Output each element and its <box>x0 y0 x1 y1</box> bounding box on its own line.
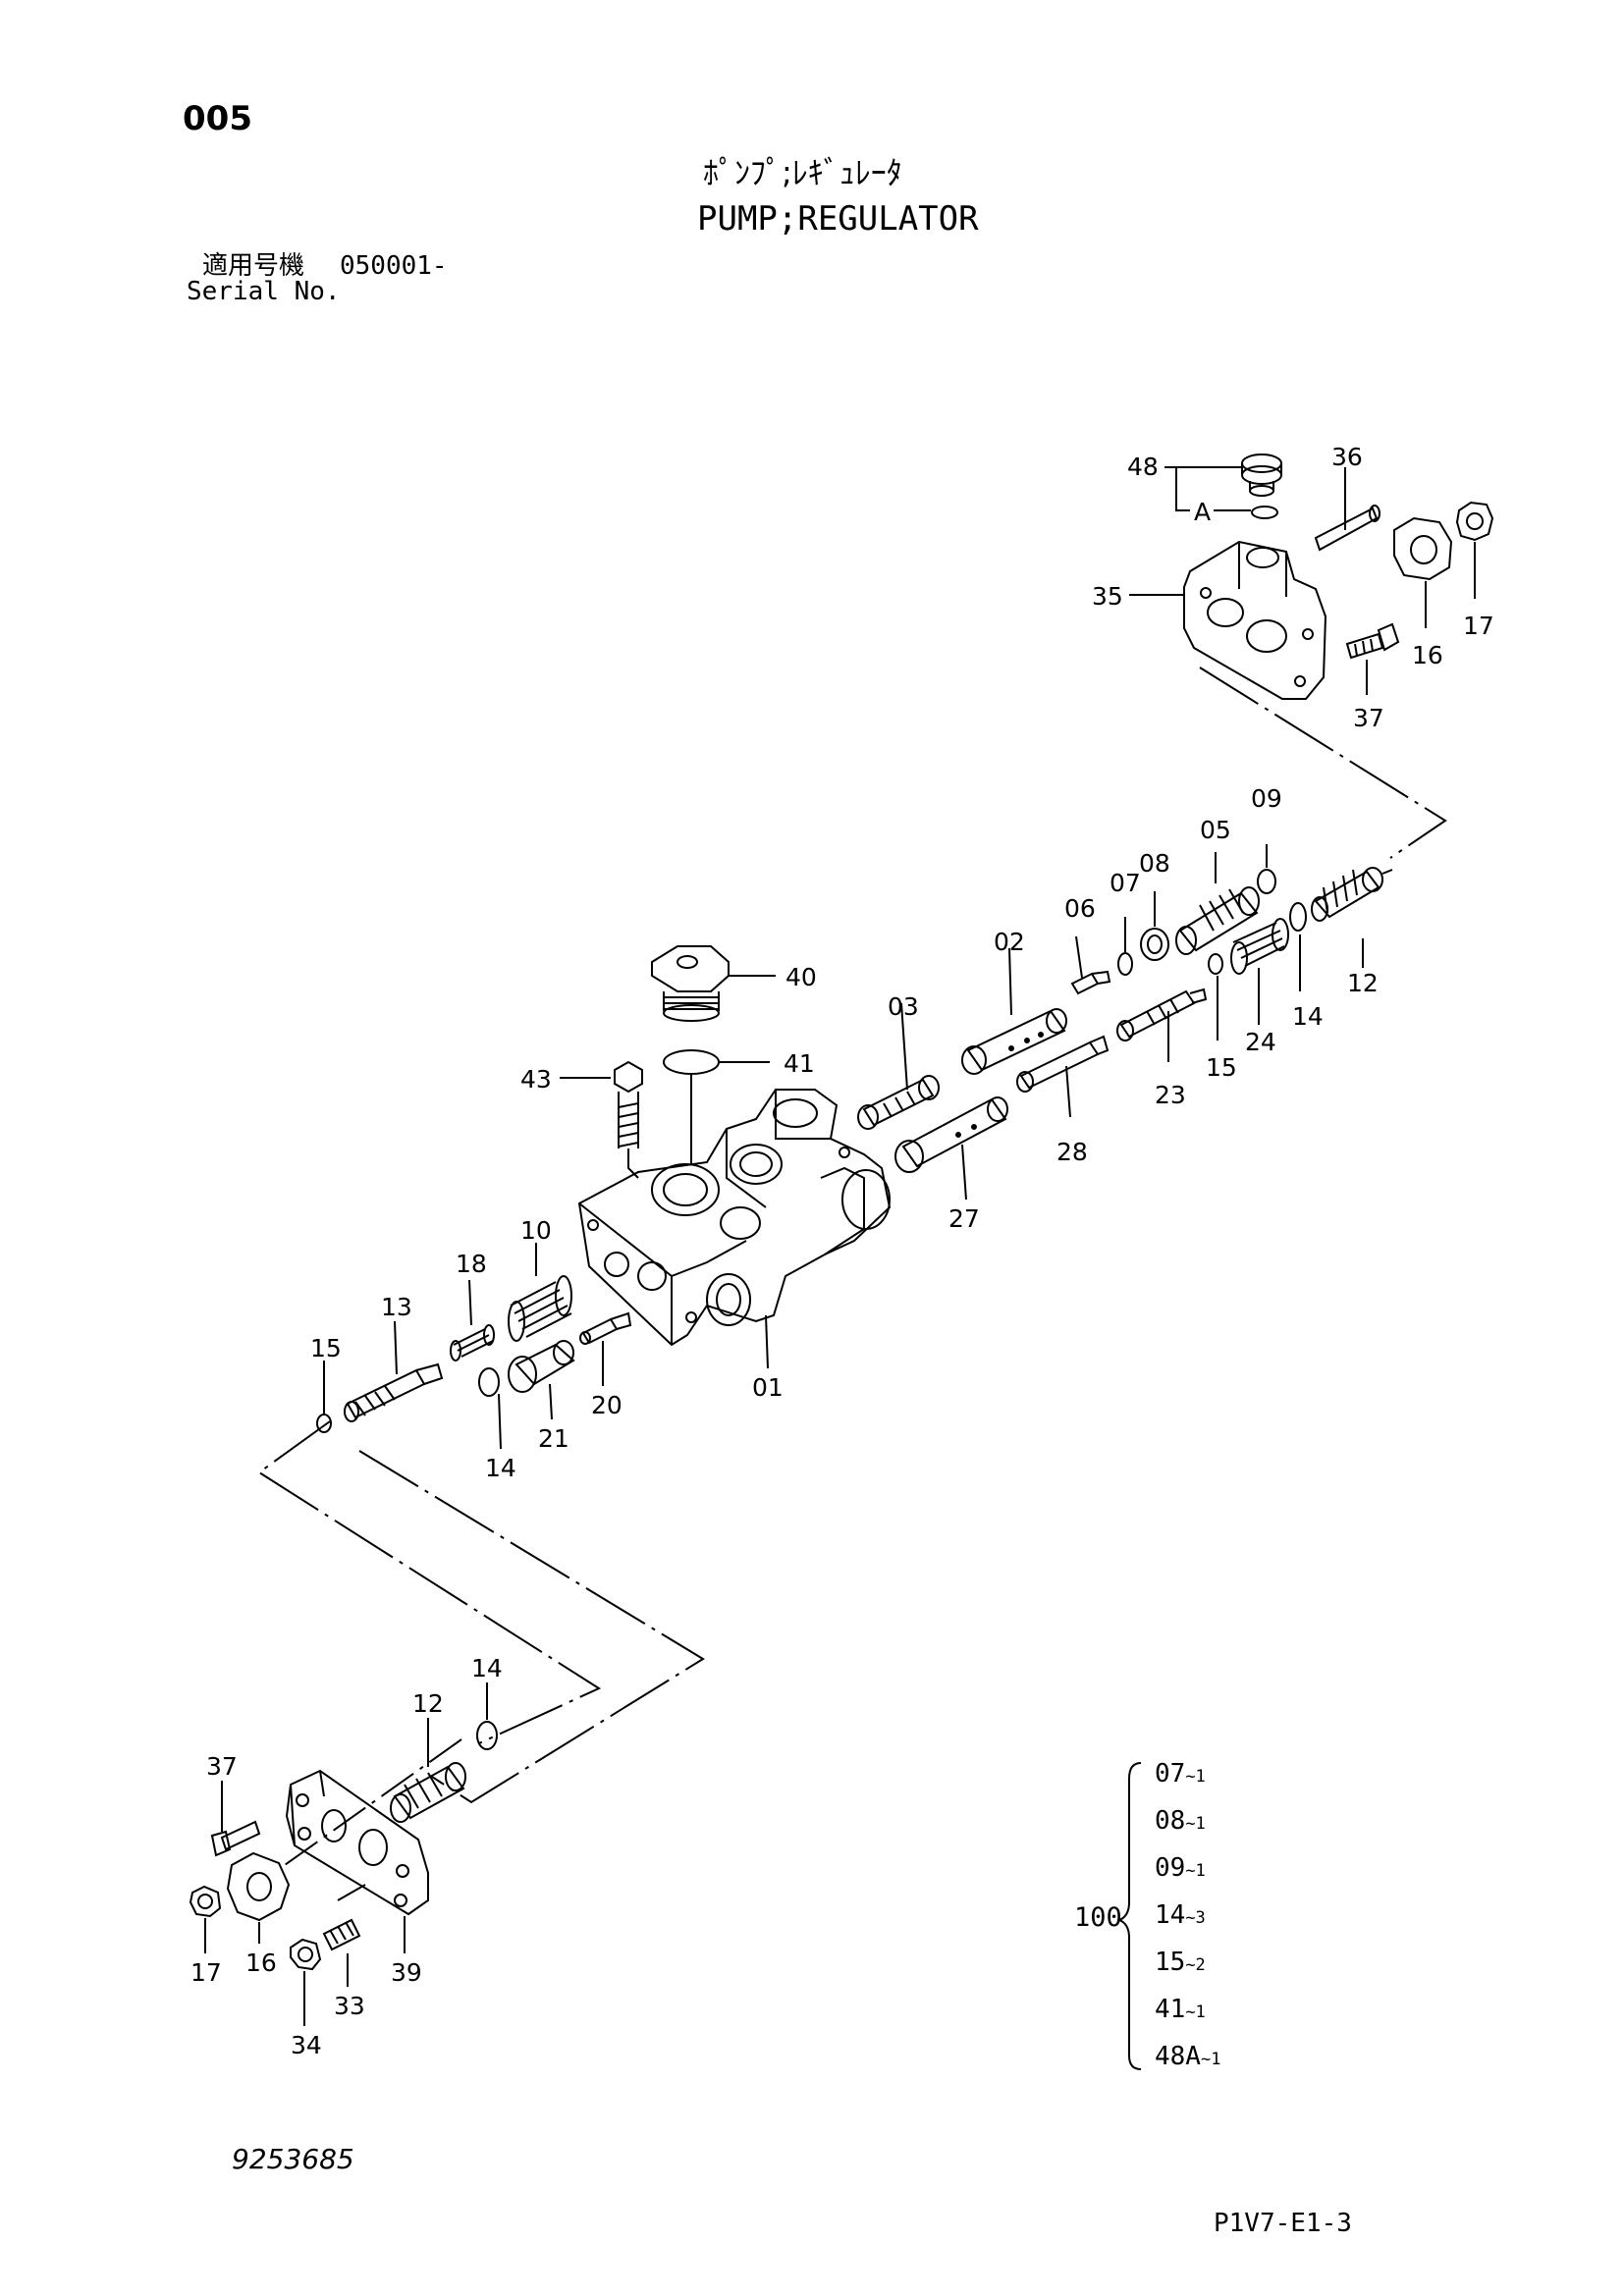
callout-label: 07 <box>1110 869 1141 897</box>
drawing-number: 9253685 <box>232 2143 354 2175</box>
sleeve-parts-middle <box>857 947 1110 1201</box>
title-english: PUMP;REGULATOR <box>697 199 979 239</box>
kit-qty: ~1 <box>1200 2050 1221 2069</box>
kit-item: 09~1 <box>1155 1853 1206 1883</box>
serial-label-english: Serial No. <box>187 277 341 306</box>
callout-label: 14 <box>1292 1002 1324 1031</box>
kit-item: 07~1 <box>1155 1759 1206 1789</box>
callout-label: 01 <box>752 1373 784 1402</box>
kit-item: 15~2 <box>1155 1948 1206 1977</box>
kit-qty: ~1 <box>1185 1861 1206 1881</box>
callout-labels: 48 A 36 35 16 17 37 09 05 08 07 06 02 03… <box>190 443 1494 2059</box>
connection-lines <box>257 667 1447 1901</box>
callout-label: 37 <box>206 1752 238 1781</box>
callout-label: 17 <box>190 1958 222 1987</box>
kit-item: 14~3 <box>1155 1900 1206 1930</box>
callout-label: 09 <box>1251 784 1282 813</box>
callout-label: 36 <box>1331 443 1363 471</box>
page-code: 005 <box>183 99 252 138</box>
callout-label: 13 <box>381 1293 412 1321</box>
kit-part: 14 <box>1155 1900 1186 1930</box>
cartridge-chain-left <box>316 1243 632 1450</box>
callout-label: 15 <box>1206 1053 1237 1082</box>
kit-qty: ~2 <box>1185 1955 1206 1975</box>
callout-label: A <box>1194 498 1211 526</box>
kit-qty: ~3 <box>1185 1908 1206 1928</box>
callout-label: 28 <box>1056 1138 1088 1166</box>
callout-label: 27 <box>948 1204 980 1233</box>
callout-label: 15 <box>310 1334 342 1362</box>
kit-qty: ~1 <box>1185 1767 1206 1787</box>
callout-label: 05 <box>1200 816 1231 844</box>
callout-label: 43 <box>520 1065 552 1094</box>
sheet-reference: P1V7-E1-3 <box>1214 2209 1352 2238</box>
callout-label: 24 <box>1245 1028 1276 1056</box>
cover-plate-top-assembly <box>1129 454 1494 700</box>
kit-bracket <box>1116 1762 1142 2070</box>
callout-label: 12 <box>412 1689 444 1718</box>
callout-label: 35 <box>1092 582 1123 611</box>
regulator-body <box>560 945 892 1369</box>
callout-label: 16 <box>245 1949 277 1977</box>
title-japanese: ﾎﾟﾝﾌﾟ;ﾚｷﾞｭﾚｰﾀ <box>703 154 902 191</box>
callout-label: 08 <box>1139 849 1170 878</box>
callout-label: 17 <box>1463 612 1494 640</box>
callout-label: 37 <box>1353 704 1384 732</box>
kit-qty: ~1 <box>1185 1814 1206 1834</box>
kit-item: 41~1 <box>1155 1995 1206 2024</box>
callout-label: 21 <box>538 1424 569 1453</box>
kit-item: 08~1 <box>1155 1806 1206 1836</box>
callout-label: 40 <box>785 963 817 991</box>
kit-part: 07 <box>1155 1759 1186 1789</box>
callout-label: 06 <box>1064 894 1096 923</box>
kit-part: 08 <box>1155 1806 1186 1836</box>
callout-label: 03 <box>888 992 919 1021</box>
kit-qty: ~1 <box>1185 2002 1206 2022</box>
callout-label: 02 <box>994 928 1025 956</box>
callout-label: 23 <box>1155 1081 1186 1109</box>
callout-label: 18 <box>456 1250 487 1278</box>
callout-label: 10 <box>520 1216 552 1245</box>
callout-label: 14 <box>485 1454 516 1482</box>
kit-part: 48A <box>1155 2042 1201 2071</box>
serial-value: 050001- <box>340 251 448 281</box>
kit-part: 15 <box>1155 1948 1186 1977</box>
cover-plate-bottom-assembly <box>189 1682 498 2026</box>
cartridge-chain-right <box>1070 844 1393 1062</box>
callout-label: 16 <box>1412 641 1443 669</box>
callout-label: 41 <box>784 1049 815 1078</box>
kit-part: 41 <box>1155 1995 1186 2024</box>
callout-label: 39 <box>391 1958 422 1987</box>
callout-label: 14 <box>471 1654 503 1682</box>
serial-label-japanese: 適用号機 <box>202 251 305 281</box>
kit-label: 100 <box>1074 1902 1122 1933</box>
kit-item: 48A~1 <box>1155 2042 1220 2071</box>
callout-label: 48 <box>1127 453 1159 481</box>
callout-label: 12 <box>1347 969 1379 997</box>
callout-label: 34 <box>291 2031 322 2059</box>
kit-part: 09 <box>1155 1853 1186 1883</box>
callout-label: 33 <box>334 1992 365 2020</box>
callout-label: 20 <box>591 1391 623 1419</box>
